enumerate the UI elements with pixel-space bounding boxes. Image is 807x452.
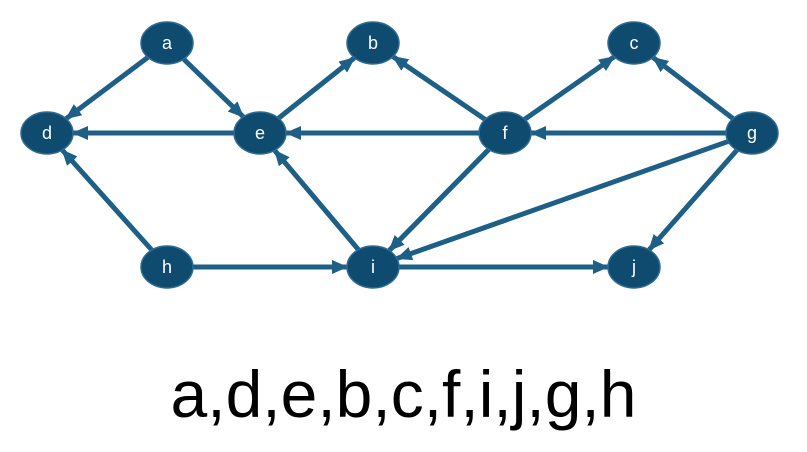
node-j-label: j: [631, 257, 636, 277]
traversal-order-text: a,d,e,b,c,f,i,j,g,h: [170, 357, 637, 431]
node-i-circle: [346, 245, 400, 289]
node-i-label: i: [371, 257, 375, 277]
edge-f-to-c: [523, 54, 616, 122]
node-g: g: [725, 111, 779, 155]
node-c: c: [607, 21, 661, 65]
node-b: b: [346, 21, 400, 65]
node-c-label: c: [630, 33, 639, 53]
node-a-circle: [140, 21, 194, 65]
node-c-circle: [607, 21, 661, 65]
node-a: a: [140, 21, 194, 65]
node-h: h: [140, 245, 194, 289]
nodes-layer: a b c d e f g h i j: [20, 21, 779, 289]
node-a-label: a: [162, 33, 173, 53]
edge-a-to-d: [64, 55, 150, 121]
edge-a-to-e: [181, 57, 246, 119]
node-e-label: e: [255, 123, 265, 143]
node-j: j: [607, 245, 661, 289]
edge-g-to-c: [651, 55, 735, 121]
edge-h-to-d: [60, 148, 154, 252]
node-d: d: [20, 111, 74, 155]
node-g-label: g: [747, 123, 757, 143]
edge-i-to-e: [272, 148, 361, 252]
edge-f-to-i: [387, 147, 491, 253]
node-j-circle: [607, 245, 661, 289]
node-f: f: [478, 111, 532, 155]
node-b-circle: [346, 21, 400, 65]
node-h-label: h: [162, 257, 172, 277]
edges-layer: [60, 54, 739, 274]
node-f-circle: [478, 111, 532, 155]
node-i: i: [346, 245, 400, 289]
node-e-circle: [233, 111, 287, 155]
node-d-label: d: [42, 123, 52, 143]
node-d-circle: [20, 111, 74, 155]
node-e: e: [233, 111, 287, 155]
node-b-label: b: [368, 33, 378, 53]
edge-g-to-i: [395, 139, 730, 261]
node-h-circle: [140, 245, 194, 289]
edge-e-to-b: [276, 55, 357, 121]
edge-f-to-b: [391, 54, 487, 122]
node-f-label: f: [502, 123, 508, 143]
node-g-circle: [725, 111, 779, 155]
edge-g-to-j: [647, 148, 739, 252]
